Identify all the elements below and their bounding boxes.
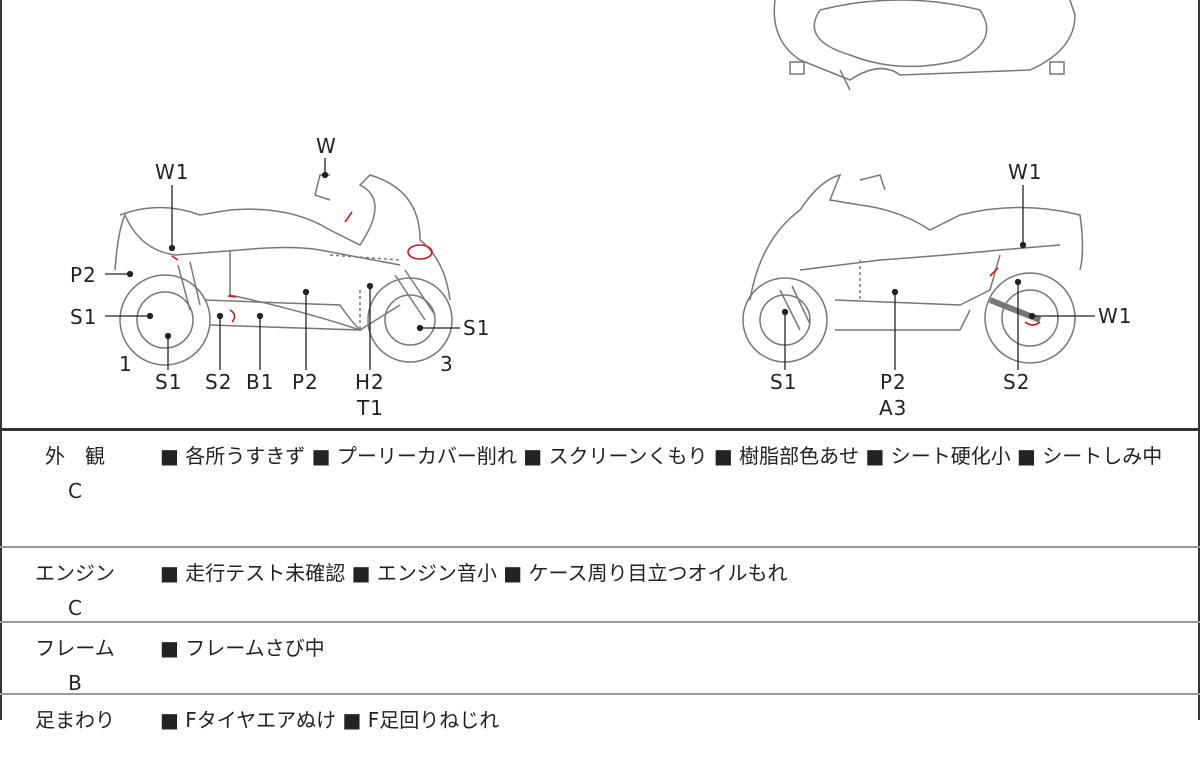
row-suspension: 足まわり ■ Fタイヤエアぬけ ■ F足回りねじれ [0,695,1200,765]
notes: ■ 各所うすきず ■ プーリーカバー削れ ■ スクリーンくもり ■ 樹脂部色あせ… [160,444,1163,468]
scooter-drawings [105,0,1095,370]
label-num-1: 1 [119,352,133,376]
category-label: 足まわり [35,708,115,732]
category-cell: 足まわり [30,703,120,738]
label-w1-top: W1 [1008,160,1043,184]
label-w1-right: W1 [1098,304,1133,328]
label-p2-bottom: P2 [292,370,319,394]
scooter-top-view [773,0,1076,91]
row-engine: エンジン C ■ 走行テスト未確認 ■ エンジン音小 ■ ケース周り目立つオイル… [0,548,1200,623]
category-cell: エンジン C [30,556,120,626]
category-cell: 外 観 C [30,439,120,509]
label-p2-left: P2 [70,263,97,287]
notes: ■ フレームさび中 [160,636,325,660]
label-s1-bottom: S1 [155,370,183,394]
notes: ■ 走行テスト未確認 ■ エンジン音小 ■ ケース周り目立つオイルもれ [160,561,788,585]
notes: ■ Fタイヤエアぬけ ■ F足回りねじれ [160,708,500,732]
category-cell: フレーム B [30,631,120,701]
grade: C [68,596,82,620]
label-s2: S2 [1003,370,1031,394]
leader-lines [105,158,1095,370]
label-num-3: 3 [440,352,454,376]
scooter-right-view [742,173,1084,364]
label-t1: T1 [357,396,384,420]
label-h2: H2 [355,370,385,394]
label-p2: P2 [880,370,907,394]
grade: B [68,671,82,695]
label-s1-right: S1 [463,316,491,340]
category-label: 外 観 [45,444,105,468]
label-s2: S2 [205,370,233,394]
scooter-left-view [114,174,453,366]
category-label: フレーム [35,636,115,660]
label-w1: W1 [155,160,190,184]
label-w: W [316,134,337,158]
condition-table: 外 観 C ■ 各所うすきず ■ プーリーカバー削れ ■ スクリーンくもり ■ … [0,428,1200,732]
row-exterior: 外 観 C ■ 各所うすきず ■ プーリーカバー削れ ■ スクリーンくもり ■ … [0,431,1200,548]
damage-diagram: W W1 P2 S1 1 S1 S2 B1 P2 H2 T1 3 S1 W1 W… [70,0,1133,420]
damage-marks [171,211,1041,326]
category-label: エンジン [35,561,115,585]
label-b1: B1 [246,370,275,394]
sheet-frame [0,0,1200,720]
label-s1-left: S1 [70,305,98,329]
grade: C [68,479,82,503]
label-s1: S1 [770,370,798,394]
row-frame: フレーム B ■ フレームさび中 [0,623,1200,695]
label-a3: A3 [879,396,908,420]
